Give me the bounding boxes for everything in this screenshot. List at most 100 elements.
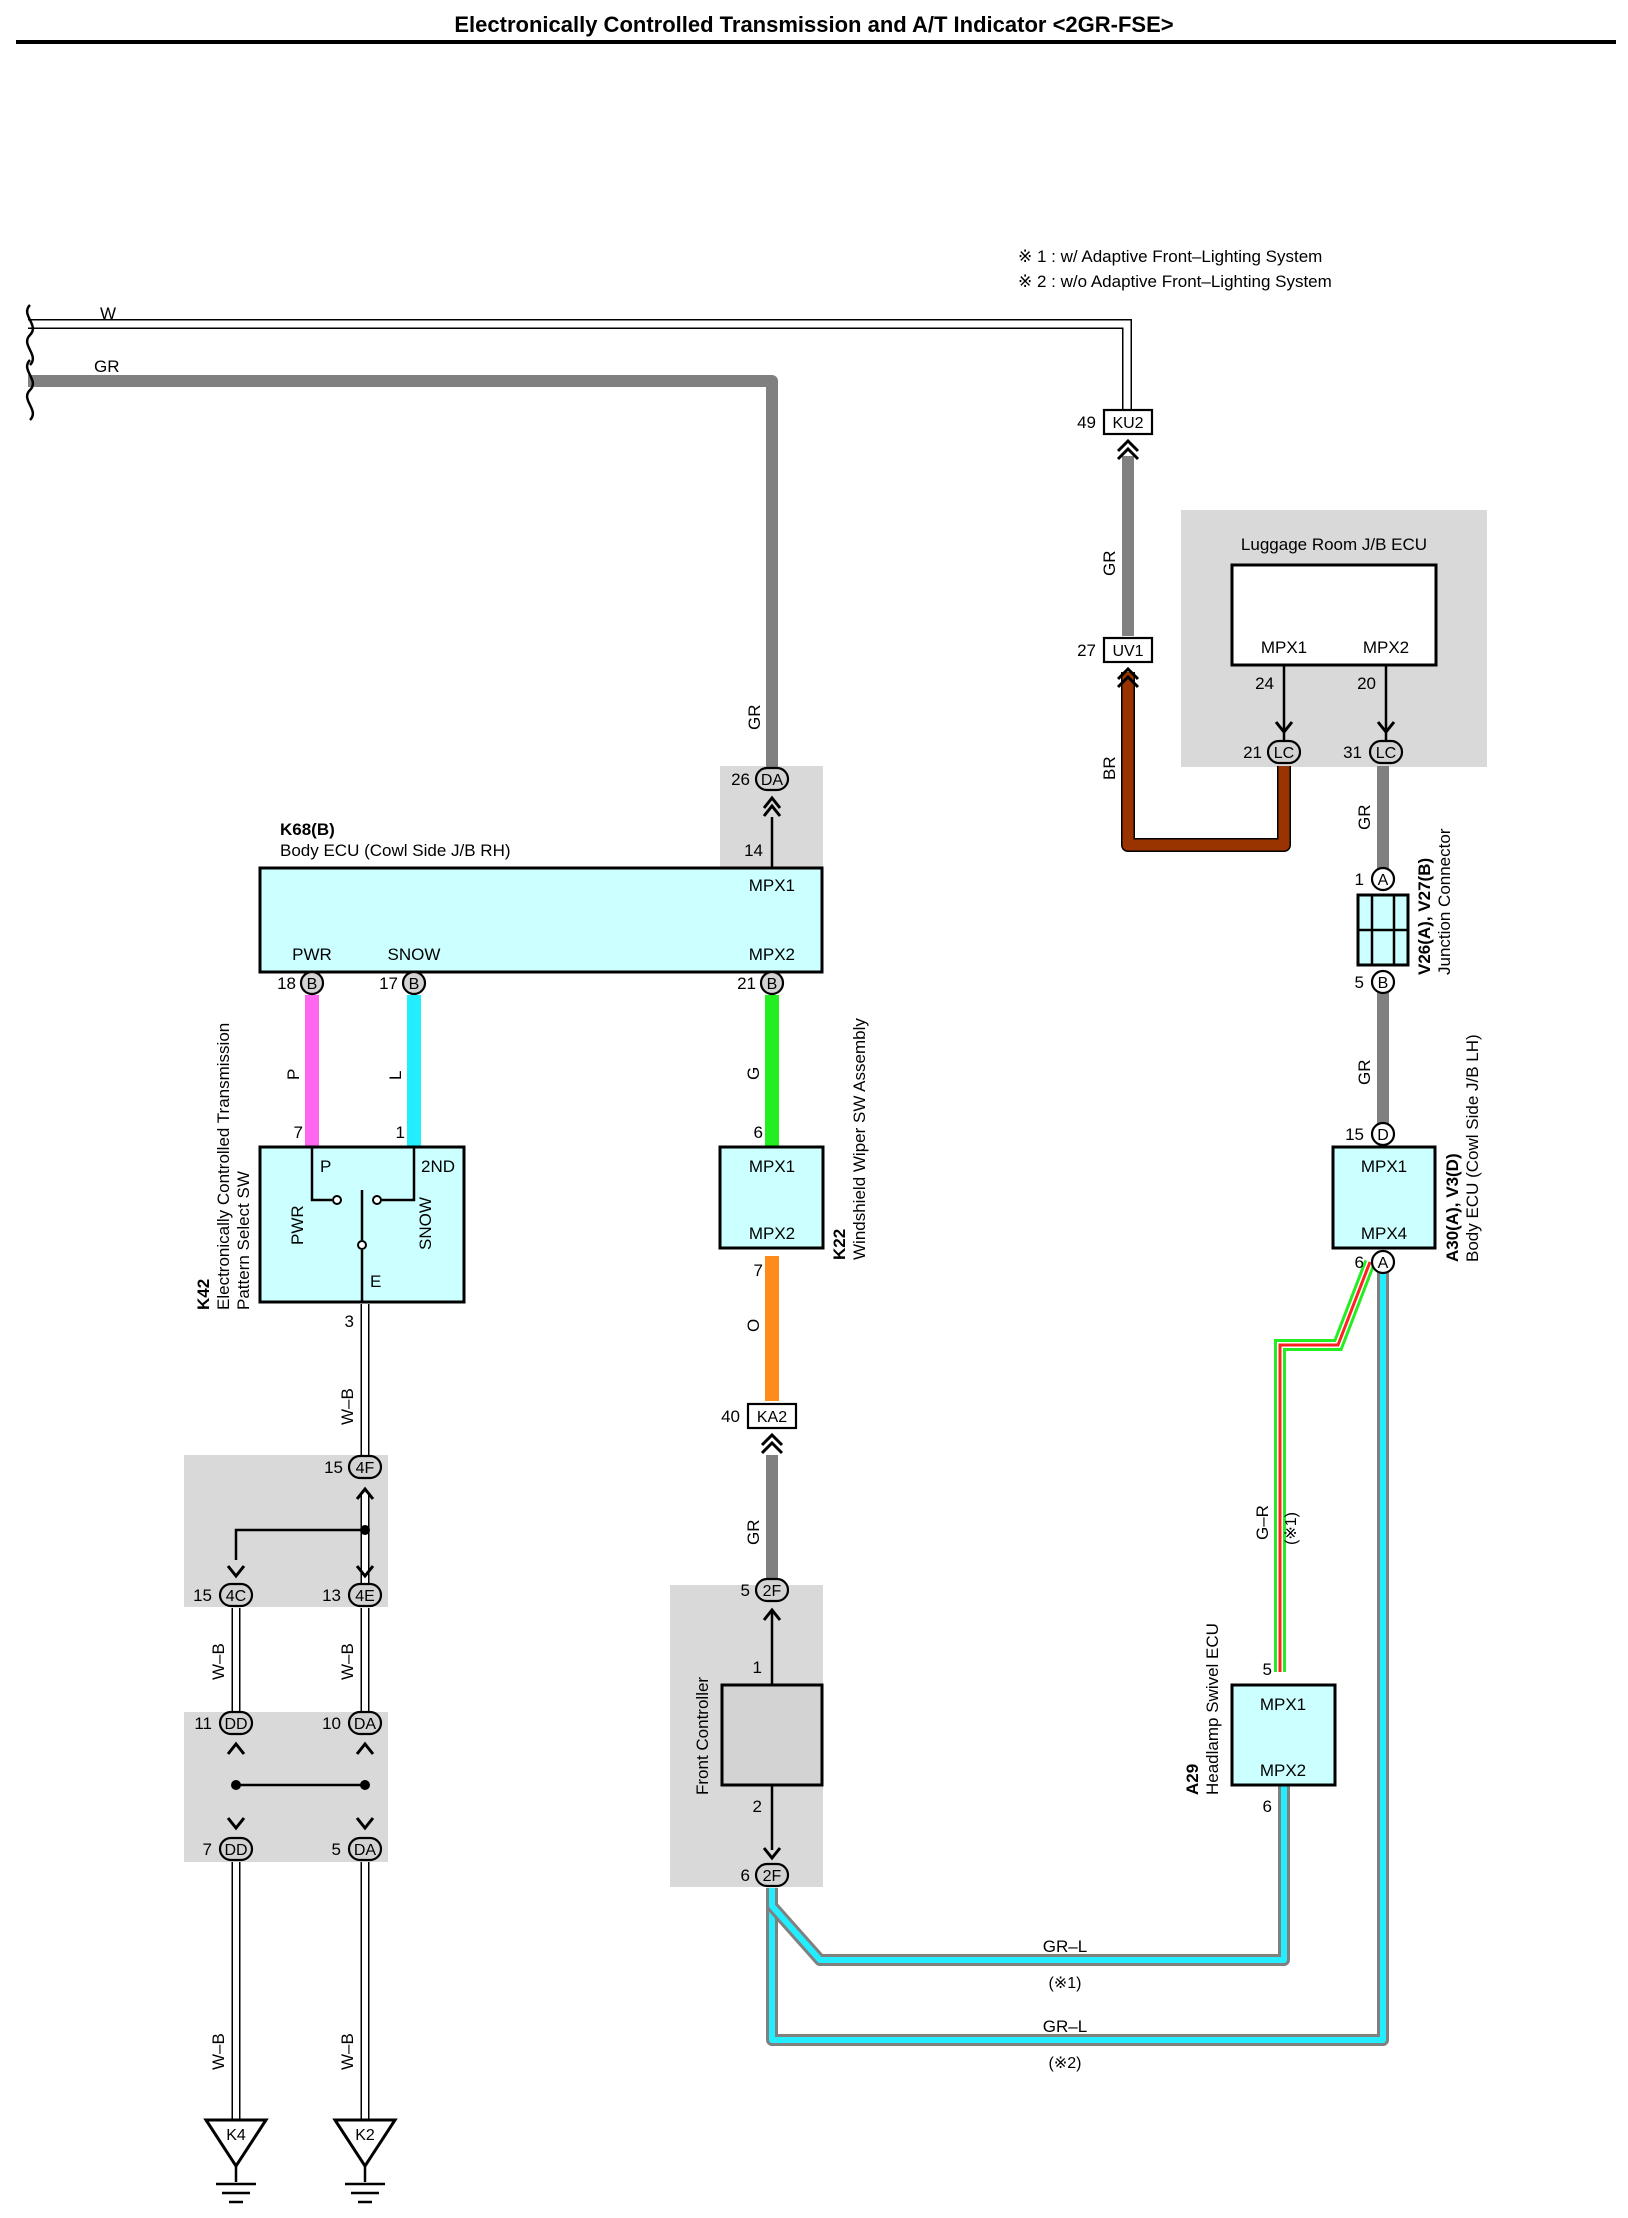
front-controller bbox=[720, 1683, 824, 1787]
k22-wiper-sw bbox=[718, 1145, 825, 1250]
arrow-da26 bbox=[762, 795, 782, 817]
connector-lc31-pin: 31 bbox=[1343, 743, 1362, 762]
arrow-dd7 bbox=[226, 1817, 246, 1831]
k22-pin7: 7 bbox=[754, 1261, 763, 1280]
connector-b21 bbox=[759, 970, 785, 996]
k42-2nd: 2ND bbox=[421, 1157, 455, 1176]
connector-da26-pin: 26 bbox=[731, 770, 750, 789]
wire-gr-v26 bbox=[1377, 987, 1389, 1130]
connector-ka2-pin: 40 bbox=[721, 1407, 740, 1426]
arrow-2f6 bbox=[762, 1847, 782, 1861]
connector-da5-id: DA bbox=[354, 1842, 377, 1859]
k42-p: P bbox=[320, 1157, 331, 1176]
diagram-title: Electronically Controlled Transmission a… bbox=[454, 12, 1173, 37]
connector-da26-id: DA bbox=[761, 772, 784, 789]
k68-pin14: 14 bbox=[744, 841, 763, 860]
connector-uv1-pin: 27 bbox=[1077, 641, 1096, 660]
k68-name: Body ECU (Cowl Side J/B RH) bbox=[280, 841, 511, 860]
wire-w bbox=[28, 319, 1132, 410]
wire-o bbox=[765, 1256, 779, 1401]
k22-code: K22 bbox=[830, 1229, 849, 1260]
k42-pin3: 3 bbox=[345, 1312, 354, 1331]
connector-da26 bbox=[754, 766, 790, 792]
wire-g bbox=[765, 995, 779, 1147]
a30-mpx4: MPX4 bbox=[1361, 1224, 1407, 1243]
wire-g-r-note: (※1) bbox=[1283, 1512, 1300, 1545]
wire-g-label: G bbox=[744, 1067, 763, 1080]
a30-mpx1: MPX1 bbox=[1361, 1157, 1407, 1176]
luggage-jb-ecu bbox=[1230, 563, 1438, 667]
arrow-uv1 bbox=[1116, 666, 1140, 689]
a29-headlamp-swivel-ecu bbox=[1230, 1683, 1337, 1787]
wire-gr-ku2 bbox=[1122, 456, 1134, 636]
k68-body-ecu bbox=[258, 866, 824, 974]
k42-name2: Pattern Select SW bbox=[234, 1171, 253, 1310]
connector-4c15 bbox=[218, 1582, 254, 1608]
k22-pin6: 6 bbox=[754, 1123, 763, 1142]
a30-name: Body ECU (Cowl Side J/B LH) bbox=[1463, 1034, 1482, 1262]
wire-gr-lc-label: GR bbox=[1355, 805, 1374, 831]
connector-dd7-pin: 7 bbox=[203, 1840, 212, 1859]
connector-4e13-pin: 13 bbox=[322, 1586, 341, 1605]
connector-d15-pin: 15 bbox=[1345, 1125, 1364, 1144]
wire-gr-v26-label: GR bbox=[1355, 1060, 1374, 1086]
connector-b18-pin: 18 bbox=[277, 974, 296, 993]
wire-wb-4e-label: W–B bbox=[338, 1643, 357, 1680]
wire-l bbox=[407, 995, 421, 1147]
luggage-mpx2: MPX2 bbox=[1363, 638, 1409, 657]
a29-pin6: 6 bbox=[1263, 1797, 1272, 1816]
k42-pin1: 1 bbox=[396, 1123, 405, 1142]
connector-b21-pin: 21 bbox=[737, 974, 756, 993]
k42-snow: SNOW bbox=[416, 1197, 435, 1250]
wire-gr-ka2 bbox=[766, 1455, 778, 1585]
connector-2f5-id: 2F bbox=[763, 1583, 782, 1600]
connector-2f5 bbox=[754, 1577, 790, 1603]
junction-4f-dot bbox=[360, 1525, 370, 1535]
arrow-da10 bbox=[355, 1741, 375, 1755]
connector-4f15-id: 4F bbox=[356, 1460, 375, 1477]
arrow-lc21 bbox=[1274, 721, 1294, 735]
k68-mpx1: MPX1 bbox=[749, 876, 795, 895]
connector-uv1-id: UV1 bbox=[1112, 643, 1143, 660]
arrow-4f15 bbox=[355, 1486, 375, 1500]
luggage-pin24: 24 bbox=[1255, 674, 1274, 693]
connector-4c15-pin: 15 bbox=[193, 1586, 212, 1605]
arrow-da5 bbox=[355, 1817, 375, 1831]
wire-p bbox=[305, 995, 319, 1147]
junction-dd-dot-right bbox=[360, 1780, 370, 1790]
ground-k2 bbox=[332, 2118, 398, 2204]
connector-lc21-pin: 21 bbox=[1243, 743, 1262, 762]
connector-2f6-pin: 6 bbox=[741, 1866, 750, 1885]
connector-b5-pin: 5 bbox=[1355, 973, 1364, 992]
k22-mpx1: MPX1 bbox=[749, 1157, 795, 1176]
connector-2f6 bbox=[754, 1862, 790, 1888]
title-rule bbox=[16, 40, 1616, 44]
connector-ku2 bbox=[1102, 408, 1154, 436]
wire-g-r bbox=[1274, 1259, 1376, 1672]
arrow-dd11 bbox=[226, 1741, 246, 1755]
connector-da10-pin: 10 bbox=[322, 1714, 341, 1733]
a29-pin5: 5 bbox=[1263, 1660, 1272, 1679]
connector-d15-id: D bbox=[1377, 1127, 1389, 1144]
connector-4f15-pin: 15 bbox=[324, 1458, 343, 1477]
connector-a6-id: A bbox=[1378, 1255, 1389, 1272]
connector-da10 bbox=[347, 1710, 383, 1736]
k42-pin7: 7 bbox=[294, 1123, 303, 1142]
junction-dd-dot-left bbox=[231, 1780, 241, 1790]
junction-4f-bridge bbox=[234, 1528, 365, 1560]
connector-lc31 bbox=[1368, 739, 1404, 765]
connector-b17 bbox=[401, 970, 427, 996]
k22-name: Windshield Wiper SW Assembly bbox=[850, 1018, 869, 1260]
wire-grl-2-label: GR–L bbox=[1043, 2017, 1087, 2036]
wire-break-marks bbox=[25, 304, 35, 421]
front-controller-name: Front Controller bbox=[693, 1677, 712, 1795]
connector-ka2 bbox=[746, 1402, 798, 1430]
luggage-mpx1: MPX1 bbox=[1261, 638, 1307, 657]
connector-a1-pin: 1 bbox=[1355, 870, 1364, 889]
a30-body-ecu bbox=[1331, 1145, 1437, 1250]
k68-pwr: PWR bbox=[292, 945, 332, 964]
connector-dd7 bbox=[218, 1836, 254, 1862]
arrow-ku2 bbox=[1116, 438, 1140, 461]
wire-gr-down-label: GR bbox=[745, 705, 764, 731]
